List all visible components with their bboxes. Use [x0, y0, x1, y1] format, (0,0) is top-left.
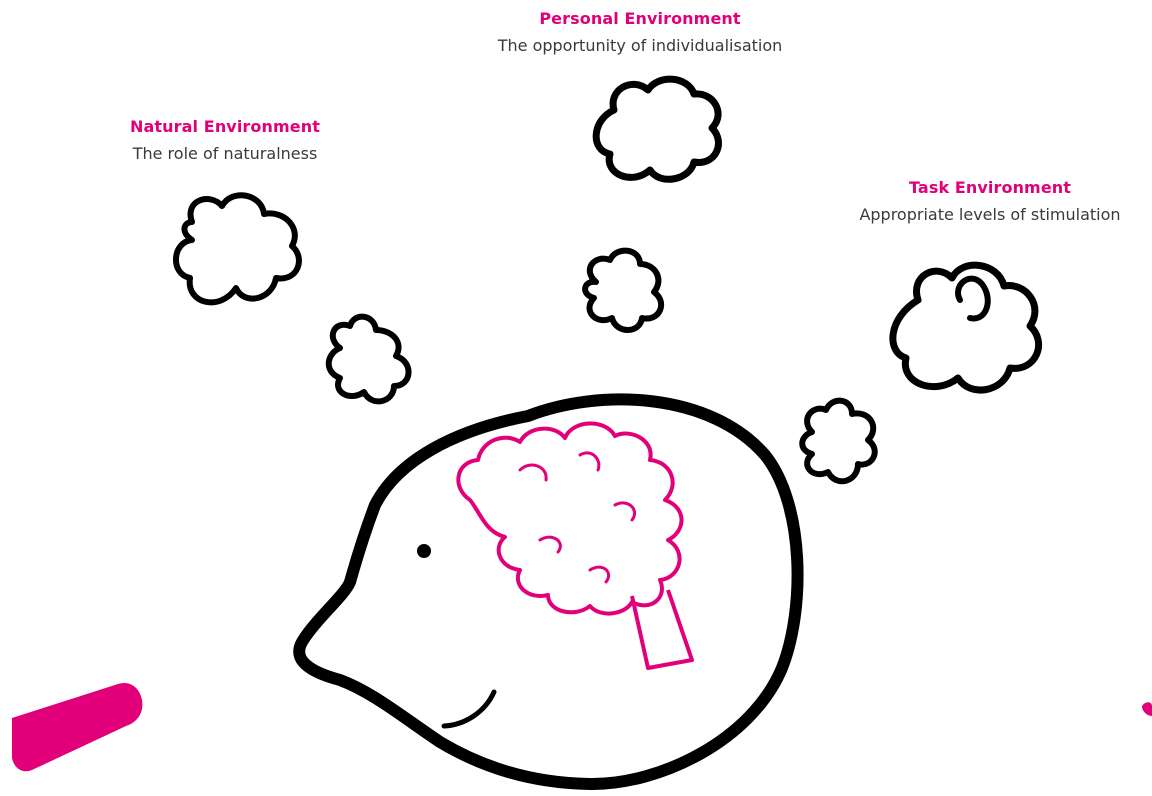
label-task-environment: Task Environment Appropriate levels of s…: [820, 178, 1152, 225]
label-natural-subtitle: The role of naturalness: [132, 144, 318, 163]
thought-cloud-personal: [596, 79, 718, 179]
thought-cloud-small-right: [802, 401, 875, 482]
head-outline: [299, 399, 797, 784]
label-natural-title: Natural Environment: [130, 117, 320, 136]
thought-cloud-small-center: [585, 251, 661, 330]
pink-brush-stroke: [12, 682, 143, 772]
brain-stem: [632, 590, 692, 668]
label-personal-subtitle: The opportunity of individualisation: [497, 36, 783, 55]
label-natural-environment: Natural Environment The role of naturaln…: [60, 117, 390, 164]
thought-cloud-task-swirl: [958, 279, 988, 319]
mouth-curve: [444, 692, 494, 726]
thought-cloud-task: [893, 265, 1039, 390]
label-personal-title: Personal Environment: [539, 9, 741, 28]
brain-drawing: [458, 423, 681, 613]
thought-cloud-small-left: [329, 317, 409, 402]
label-personal-environment: Personal Environment The opportunity of …: [430, 9, 850, 56]
thought-cloud-natural: [176, 195, 299, 302]
pink-mark-right: [1142, 702, 1152, 716]
label-task-subtitle: Appropriate levels of stimulation: [859, 205, 1121, 224]
brain-fold-1: [520, 453, 635, 582]
label-task-title: Task Environment: [908, 178, 1072, 197]
eye: [417, 544, 431, 558]
